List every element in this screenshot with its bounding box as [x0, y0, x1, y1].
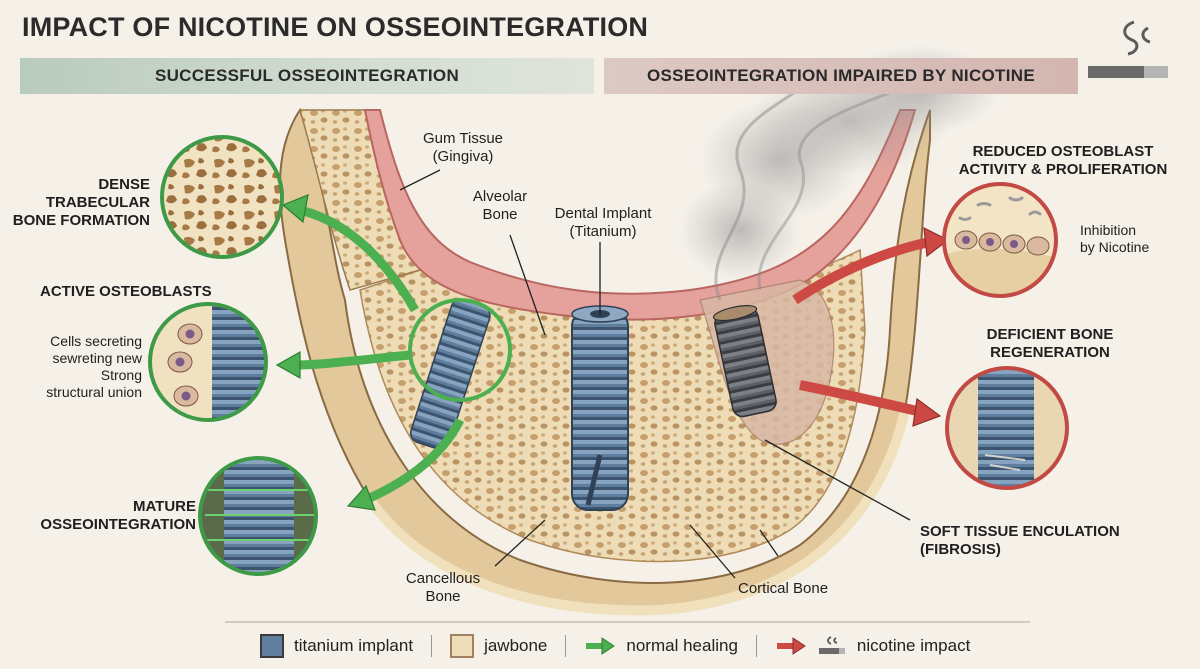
- callout-mature: [198, 456, 318, 576]
- label-reduced-osteoblast: REDUCED OSTEOBLAST ACTIVITY & PROLIFERAT…: [958, 143, 1168, 178]
- label-gum-tissue: Gum Tissue(Gingiva): [422, 130, 504, 165]
- cigarette-smoke-icon: [1088, 20, 1168, 78]
- implant-right: [712, 305, 777, 418]
- jawbone-swatch: [450, 634, 475, 658]
- legend-item-titanium: titanium implant: [260, 634, 413, 658]
- cigarette-icon: [818, 636, 845, 654]
- page-title: IMPACT OF NICOTINE ON OSSEOINTEGRATION: [22, 12, 649, 42]
- label-inhibition: Inhibition by Nicotine: [1080, 222, 1150, 255]
- label-cells-secreting: Cells secreting sewreting new Strong str…: [46, 333, 142, 400]
- titanium-swatch: [260, 634, 284, 658]
- cortical-band: [365, 408, 910, 616]
- legend-label-titanium: titanium implant: [294, 636, 414, 655]
- legend-separator: [565, 635, 567, 657]
- legend-item-normal: normal healing: [584, 636, 738, 656]
- legend-item-jawbone: jawbone: [450, 634, 547, 658]
- implant-center: [571, 305, 629, 511]
- label-cortical-bone: Cortical Bone: [738, 580, 829, 597]
- legend-item-nicotine: nicotine impact: [775, 635, 970, 657]
- callout-reduced-osteoblast: [942, 182, 1058, 298]
- legend-label-jawbone: jawbone: [484, 636, 548, 655]
- green-arrow-icon: [586, 637, 616, 655]
- label-mature: MATURE OSSEOINTEGRATION: [40, 498, 196, 533]
- red-arrows: [792, 226, 950, 427]
- legend-label-normal: normal healing: [626, 636, 738, 655]
- legend-separator: [431, 635, 433, 657]
- label-active-osteoblasts: ACTIVE OSTEOBLASTS: [40, 283, 212, 300]
- legend-label-nicotine: nicotine impact: [856, 636, 971, 655]
- banner-successful: SUCCESSFUL OSSEOINTEGRATION: [20, 58, 594, 94]
- leader-lines: [399, 169, 911, 579]
- label-soft-tissue: SOFT TISSUE ENCULATION(FIBROSIS): [920, 523, 1120, 558]
- callout-deficient-bone: [945, 366, 1069, 490]
- banner-impaired: OSSEOINTEGRATION IMPAIRED BY NICOTINE: [604, 58, 1078, 94]
- label-dense-trabecular: DENSE TRABECULAR BONE FORMATION: [12, 176, 150, 229]
- red-arrow-icon: [776, 637, 806, 655]
- legend-separator: [755, 635, 757, 657]
- green-arrows: [275, 194, 465, 511]
- callout-osteoblasts: [148, 302, 268, 422]
- legend: titanium implant jawbone normal healing: [260, 630, 1020, 662]
- highlight-circle-green: [408, 298, 512, 402]
- label-deficient-bone: DEFICIENT BONE REGENERATION: [986, 326, 1114, 361]
- label-dental-implant: Dental Implant(Titanium): [554, 205, 652, 240]
- callout-dense-bone: [160, 135, 284, 259]
